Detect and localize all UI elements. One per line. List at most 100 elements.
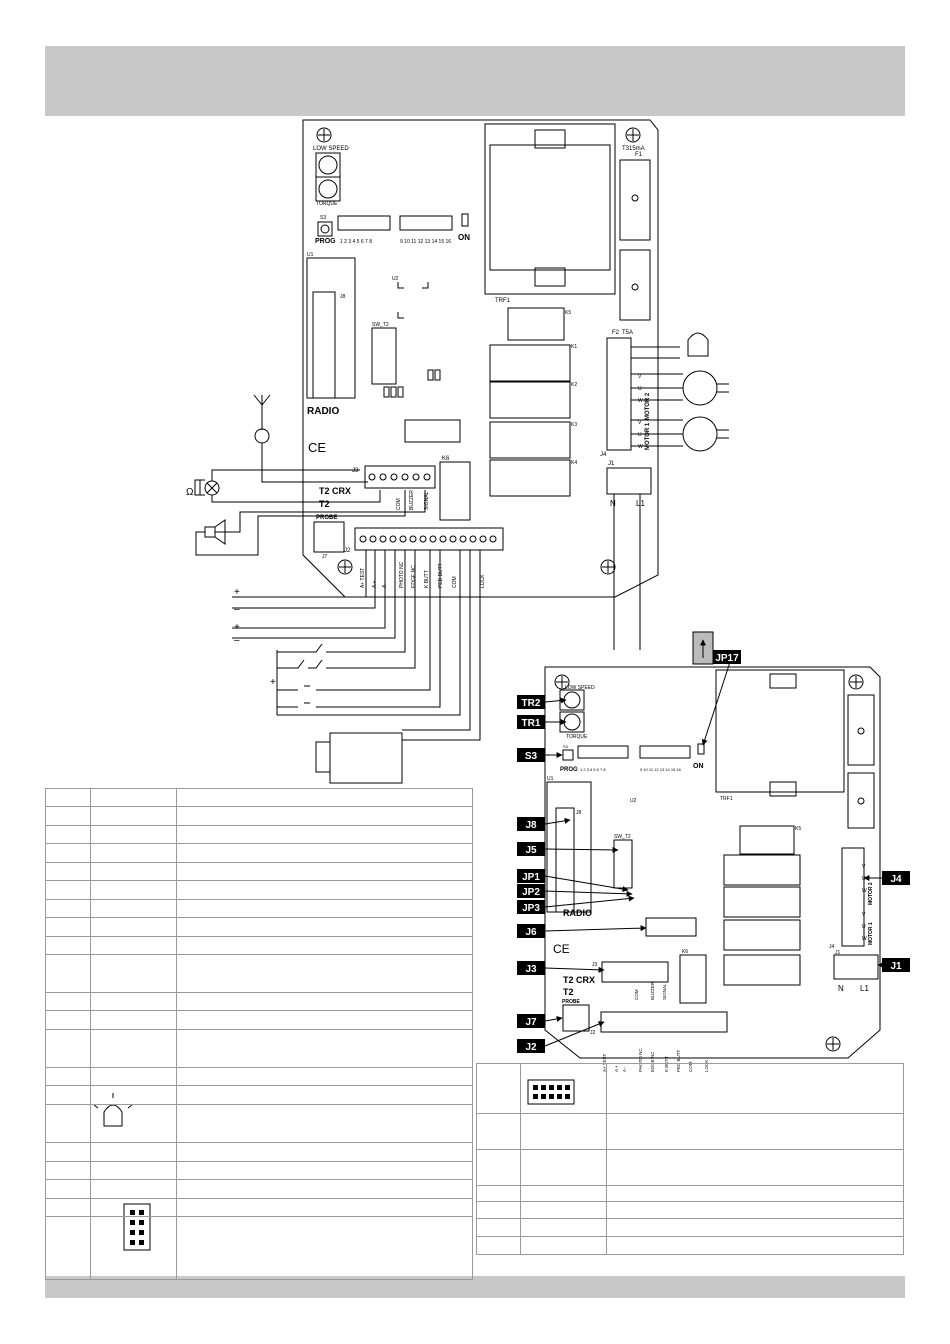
table-row — [476, 1201, 904, 1219]
table-cell — [90, 917, 177, 937]
j8-label: J8 — [340, 294, 346, 300]
callout-label: TR1 — [522, 718, 541, 729]
table-row — [45, 1104, 473, 1143]
table-cell — [606, 1218, 904, 1237]
j3-terminal-label: COM — [634, 989, 639, 1000]
footer-band — [45, 1276, 905, 1298]
table-cell — [45, 1198, 91, 1217]
table-cell — [45, 806, 91, 826]
j2-terminal-label: PHOTO NC — [399, 561, 405, 588]
plus-label: + — [234, 587, 240, 598]
j2-terminal-label: LOCK — [480, 574, 486, 588]
table-cell — [520, 1113, 607, 1150]
torque-label: TORQUE — [566, 734, 588, 740]
callout-label: S3 — [525, 751, 538, 762]
t2-label: T2 — [319, 499, 330, 509]
f1-label: F1 — [635, 152, 643, 158]
table-cell — [606, 1149, 904, 1186]
table-cell — [606, 1185, 904, 1202]
up-arrow-box — [692, 631, 714, 665]
table-cell — [176, 917, 473, 937]
k2-label: K2 — [571, 382, 577, 388]
k5-label: K5 — [565, 310, 571, 316]
table-cell — [476, 1149, 521, 1186]
k6-label: K6 — [682, 949, 688, 955]
terminal-screw — [379, 535, 387, 543]
terminal-screw — [390, 473, 398, 481]
table-cell — [45, 1067, 91, 1086]
j2-terminal-screws — [359, 535, 497, 543]
table-cell — [90, 825, 177, 844]
table-cell — [520, 1236, 607, 1255]
main-board — [302, 119, 659, 598]
table-cell — [606, 1063, 904, 1114]
table-cell — [90, 1010, 177, 1030]
terminal-screw — [459, 535, 467, 543]
table-cell — [176, 862, 473, 881]
j2-terminal-label: K BUTT — [424, 570, 430, 588]
table-row — [476, 1113, 904, 1150]
table-row — [45, 1029, 473, 1068]
motor1-label: MOTOR 1 — [868, 922, 874, 945]
motor-phase-label: V — [638, 374, 642, 380]
callout-box — [517, 715, 545, 729]
table-cell — [90, 1216, 177, 1280]
table-cell — [45, 1085, 91, 1105]
ce-mark: CE — [308, 440, 326, 455]
table-cell — [606, 1236, 904, 1255]
k3-label: K3 — [571, 422, 577, 428]
j2-terminal-label: A+ TEST — [602, 1053, 607, 1072]
table-cell — [90, 1142, 177, 1162]
trf1-label: TRF1 — [720, 796, 733, 802]
table-row — [476, 1236, 904, 1255]
j2-terminal-label: EDGE NC — [411, 565, 417, 588]
t2crx-label: T2 CRX — [319, 486, 351, 496]
radio-label: RADIO — [307, 406, 339, 417]
dip-b-numbers: 9 10 11 12 13 14 15 16 — [640, 767, 682, 772]
table-cell — [45, 1029, 91, 1068]
j1-label: J1 — [835, 950, 841, 956]
table-row — [476, 1185, 904, 1202]
dip-a-numbers: 1 2 3 4 5 6 7 8 — [580, 767, 606, 772]
prog-label: PROG — [315, 238, 336, 245]
terminal-screw — [389, 535, 397, 543]
callout-label: J6 — [525, 927, 537, 938]
u1-label: U1 — [307, 252, 314, 258]
t5a-label: T5A — [622, 330, 633, 336]
terminal-screw — [359, 535, 367, 543]
table-cell — [45, 1010, 91, 1030]
table-cell — [176, 936, 473, 955]
motor-phase-label: W — [862, 888, 867, 894]
terminal-screw — [423, 473, 431, 481]
table-row — [45, 1216, 473, 1280]
table-cell — [90, 1161, 177, 1180]
table-cell — [520, 1063, 607, 1114]
j3-label: J3 — [352, 468, 359, 474]
trf1-label: TRF1 — [495, 298, 511, 304]
table-cell — [176, 1010, 473, 1030]
table-cell — [90, 1179, 177, 1199]
j3-label: J3 — [592, 962, 598, 968]
table-cell — [90, 880, 177, 900]
table-cell — [520, 1149, 607, 1186]
table-row — [45, 899, 473, 918]
motor-phase-label: U — [862, 924, 866, 930]
table-cell — [176, 843, 473, 863]
sw-t2-label: SW_T2 — [614, 834, 631, 840]
table-cell — [476, 1063, 521, 1114]
table-row — [45, 862, 473, 881]
table-cell — [45, 936, 91, 955]
table-cell — [45, 917, 91, 937]
callout-box — [882, 958, 910, 972]
j3-terminal-label: BUZZER — [409, 490, 415, 510]
s3-label: S3 — [320, 215, 326, 221]
j1-label: J1 — [608, 461, 615, 467]
callout-box — [517, 1039, 545, 1053]
omega-label: Ω — [186, 487, 194, 498]
table-cell — [45, 1179, 91, 1199]
callout-box — [517, 817, 545, 831]
table-cell — [90, 806, 177, 826]
callout-box — [517, 695, 545, 709]
table-row — [45, 806, 473, 826]
